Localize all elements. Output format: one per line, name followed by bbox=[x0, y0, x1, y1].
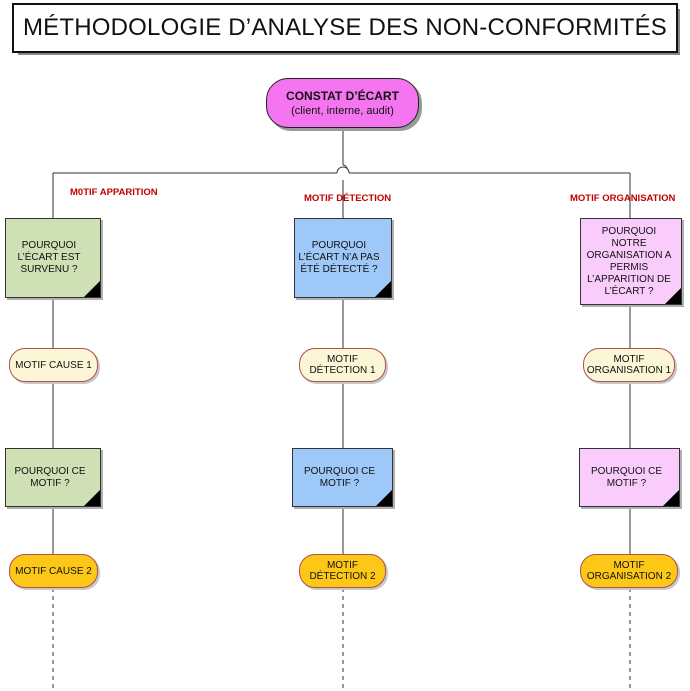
question-box-apparition: POURQUOI L’ÉCART EST SURVENU ? bbox=[5, 218, 101, 298]
question-text: POURQUOI NOTRE ORGANISATION A PERMIS L’A… bbox=[586, 225, 672, 297]
question-box-detection: POURQUOI L’ÉCART N’A PAS ÉTÉ DÉTECTÉ ? bbox=[294, 218, 392, 298]
branch-label-organisation: MOTIF ORGANISATION bbox=[570, 193, 676, 204]
question-box-motif-apparition: POURQUOI CE MOTIF ? bbox=[5, 448, 101, 507]
question-text: POURQUOI CE MOTIF ? bbox=[303, 465, 376, 489]
motif-pill-cause-2: MOTIF CAUSE 2 bbox=[9, 554, 98, 588]
question-text: POURQUOI L’ÉCART EST SURVENU ? bbox=[17, 240, 81, 275]
question-text: POURQUOI L’ÉCART N’A PAS ÉTÉ DÉTECTÉ ? bbox=[298, 240, 380, 275]
question-box-motif-detection: POURQUOI CE MOTIF ? bbox=[292, 448, 393, 507]
question-text: POURQUOI CE MOTIF ? bbox=[590, 465, 663, 489]
motif-pill-organisation-2: MOTIF ORGANISATION 2 bbox=[580, 554, 678, 588]
question-box-motif-organisation: POURQUOI CE MOTIF ? bbox=[579, 448, 680, 507]
motif-pill-organisation-1: MOTIF ORGANISATION 1 bbox=[583, 348, 675, 382]
root-subtitle: (client, interne, audit) bbox=[291, 105, 394, 117]
branch-label-apparition: M0TIF APPARITION bbox=[70, 187, 158, 198]
branch-label-detection: MOTIF DÉTECTION bbox=[304, 193, 392, 204]
question-box-organisation: POURQUOI NOTRE ORGANISATION A PERMIS L’A… bbox=[580, 218, 682, 305]
motif-pill-cause-1: MOTIF CAUSE 1 bbox=[9, 348, 98, 382]
motif-pill-detection-1: MOTIF DÉTECTION 1 bbox=[299, 348, 386, 382]
page-title: MÉTHODOLOGIE D’ANALYSE DES NON-CONFORMIT… bbox=[12, 3, 680, 55]
question-text: POURQUOI CE MOTIF ? bbox=[14, 465, 86, 489]
root-node-constat: CONSTAT D’ÉCART (client, interne, audit) bbox=[266, 78, 419, 128]
motif-pill-detection-2: MOTIF DÉTECTION 2 bbox=[299, 554, 386, 588]
root-title: CONSTAT D’ÉCART bbox=[286, 89, 399, 103]
